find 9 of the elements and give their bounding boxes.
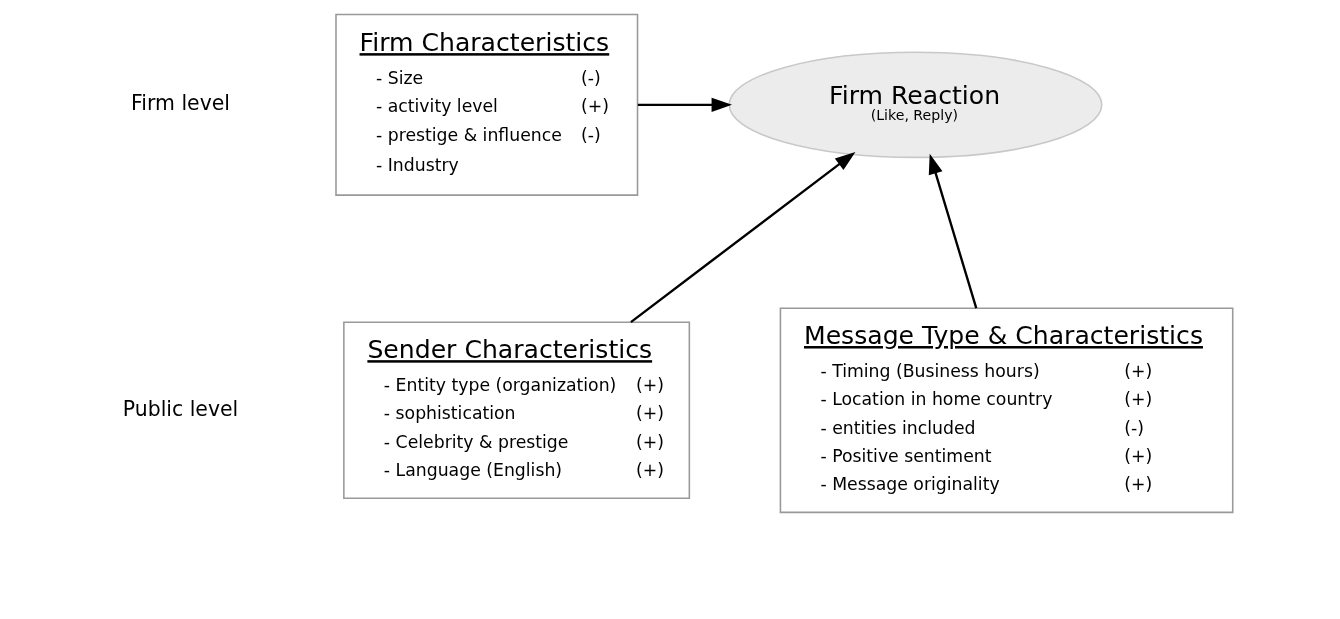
node-box: Firm Characteristics - Size (-) - activity level (+) - prestige & influence (-) - Industry [334, 13, 638, 196]
node-ellipse: Firm Reaction (Like, Reply) [727, 51, 1102, 159]
node-box: Sender Characteristics - Entity type (organization) (+) - sophistication (+) - Celebrity & prestige (+) - Language (English) (+) [342, 321, 690, 499]
label: Public level [122, 396, 238, 421]
arrow [928, 153, 977, 309]
label: Firm level [130, 91, 230, 116]
arrow [637, 97, 732, 112]
node-box: Message Type & Characteristics - Timing (Business hours) (+) - Location in home country (+) - entities included (-) - Positive sentiment (+) - Message originality (+) [779, 307, 1233, 514]
arrow [629, 151, 855, 323]
